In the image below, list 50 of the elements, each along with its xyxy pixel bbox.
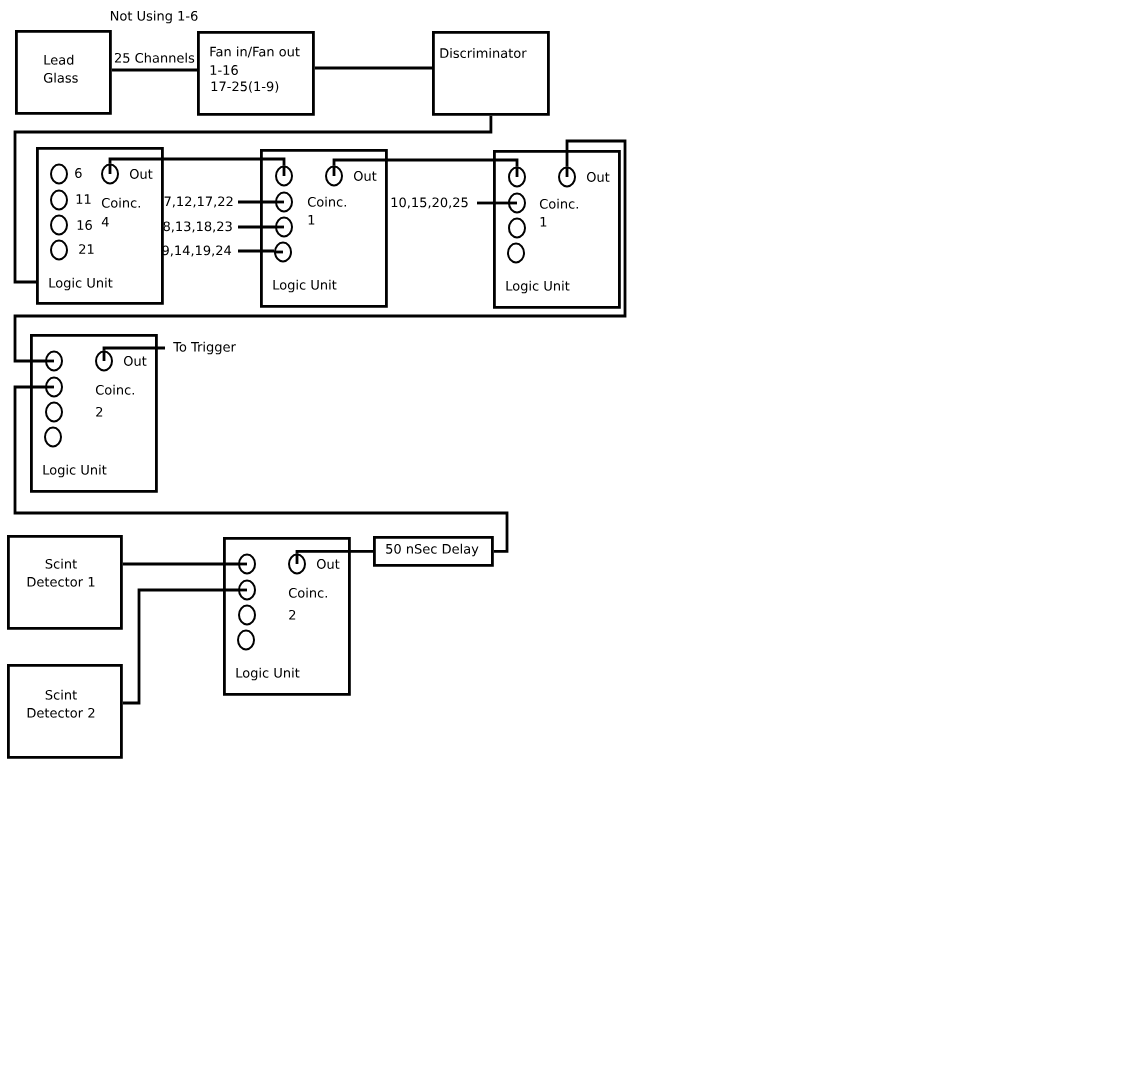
wire: [111, 68, 197, 72]
port-label: 11: [76, 194, 91, 204]
module-box: Lead Glass: [15, 30, 112, 115]
note-label: Not Using 1-6: [110, 10, 198, 24]
jack-circle: [507, 242, 525, 264]
jack-circle: [275, 216, 293, 238]
jack-circle: [44, 426, 62, 448]
wire: [122, 588, 238, 705]
jack-circle: [275, 191, 293, 213]
channel-label: 10,15,20,25: [391, 197, 468, 209]
module-box: Discriminator: [432, 31, 550, 116]
wire: [122, 562, 238, 566]
jack-circle: [508, 192, 526, 214]
jack-circle: [237, 629, 255, 651]
wire: [13, 139, 627, 363]
jack-circle: [45, 350, 63, 372]
jack-circle: [508, 166, 526, 188]
port-label: Out: [129, 169, 153, 179]
jack-circle: [275, 165, 293, 187]
port-label: Out: [316, 559, 340, 569]
port-label: 16: [77, 220, 92, 230]
wire: [314, 66, 432, 70]
wire: [108, 157, 286, 166]
trigger-label: To Trigger: [173, 341, 236, 355]
port-label: Out: [586, 172, 610, 182]
channel-label: 7,12,17,22: [164, 196, 233, 208]
detector-box: Scint Detector 2: [7, 664, 123, 759]
jack-circle: [238, 579, 256, 601]
wire: [238, 225, 275, 229]
jack-circle: [45, 376, 63, 398]
port-label: Out: [353, 171, 377, 181]
jack-circle: [274, 241, 292, 263]
wire: [477, 201, 508, 205]
wire: [102, 346, 165, 351]
port-label: Out: [123, 356, 147, 366]
wire: [13, 385, 509, 553]
jack-circle: [508, 217, 526, 239]
detector-box: Scint Detector 1: [7, 535, 123, 630]
edge-label: 25 Channels: [113, 51, 196, 64]
delay-box: 50 nSec Delay: [373, 536, 494, 567]
module-box: Fan in/Fan out 1-16 17-25(1-9): [197, 31, 315, 116]
wire: [295, 550, 373, 554]
port-label: 21: [79, 244, 94, 254]
wire: [238, 249, 274, 253]
wire: [332, 158, 519, 167]
port-label: 6: [75, 168, 82, 178]
wire: [238, 200, 275, 204]
jack-circle: [238, 553, 256, 575]
jack-circle: [45, 401, 63, 423]
jack-circle: [238, 604, 256, 626]
